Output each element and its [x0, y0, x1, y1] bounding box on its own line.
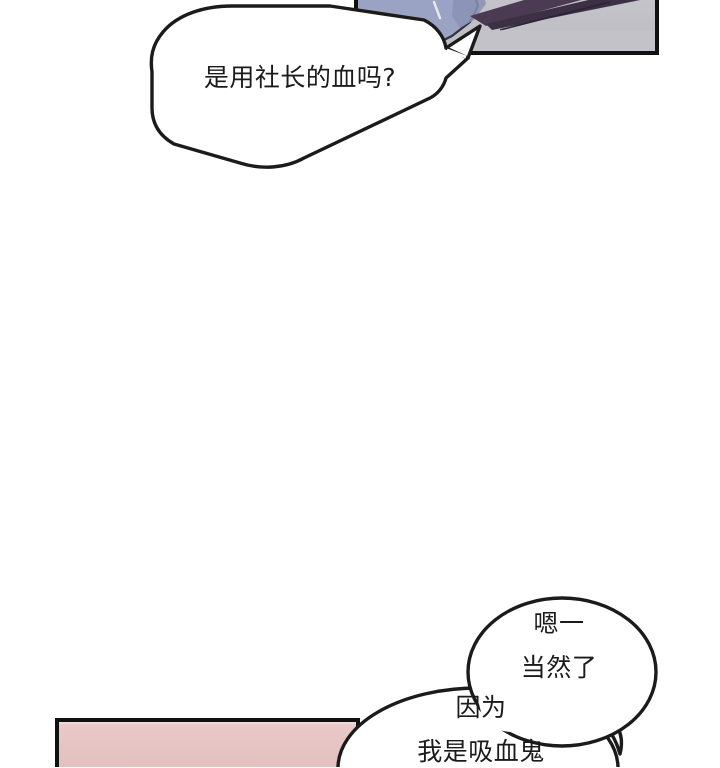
bubble-b-line-1: 嗯一 [533, 609, 585, 638]
hair-strand-upper [470, 0, 582, 26]
speech-bubble-top-text: 是用社长的血吗? [203, 63, 397, 92]
panel-light-band [470, 30, 657, 53]
tail-seam-mask [446, 48, 467, 59]
bubble-c-line-2: 我是吸血鬼 [417, 737, 545, 766]
bubble-c-line-1: 因为 [455, 693, 507, 722]
garment-fold [452, 0, 486, 28]
hair-strand-lower [486, 0, 641, 30]
speech-bubble-bottom-right-text: 嗯一 当然了 [470, 608, 648, 684]
speech-bubble-bottom-right-shape[interactable] [466, 596, 658, 748]
garment-highlight [432, 0, 442, 20]
bottom-panel-background [57, 720, 358, 767]
bubble-merge-mask [478, 700, 560, 733]
hair-line-thin [499, 1, 611, 31]
bubble-b-line-2: 当然了 [520, 653, 598, 682]
speech-bubble-bottom-left-text: 因为 我是吸血鬼 [352, 692, 610, 768]
